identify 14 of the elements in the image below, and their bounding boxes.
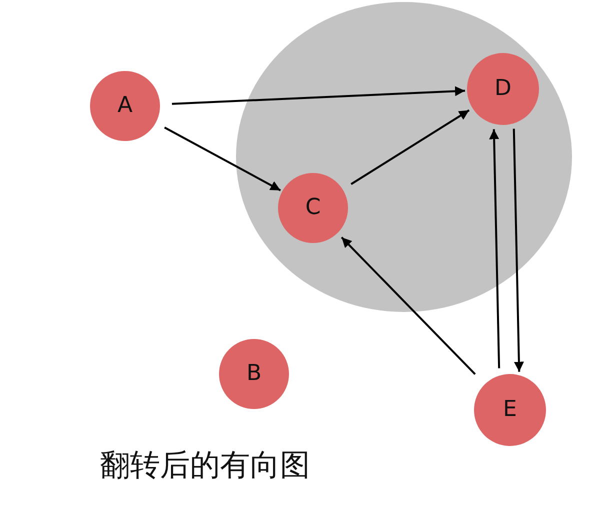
arrow	[489, 129, 500, 368]
node-circle	[278, 173, 348, 243]
node-circle	[467, 53, 539, 125]
caption: 翻转后的有向图	[100, 447, 310, 485]
arrow	[350, 109, 470, 185]
node-label: B	[246, 363, 262, 385]
node-label: A	[117, 95, 133, 117]
node-label: E	[503, 399, 517, 421]
arrow	[172, 86, 466, 105]
node-label: C	[305, 197, 321, 219]
node-label: D	[494, 78, 512, 100]
arrow	[164, 126, 281, 192]
arrow	[512, 128, 524, 372]
arrow	[340, 236, 476, 375]
